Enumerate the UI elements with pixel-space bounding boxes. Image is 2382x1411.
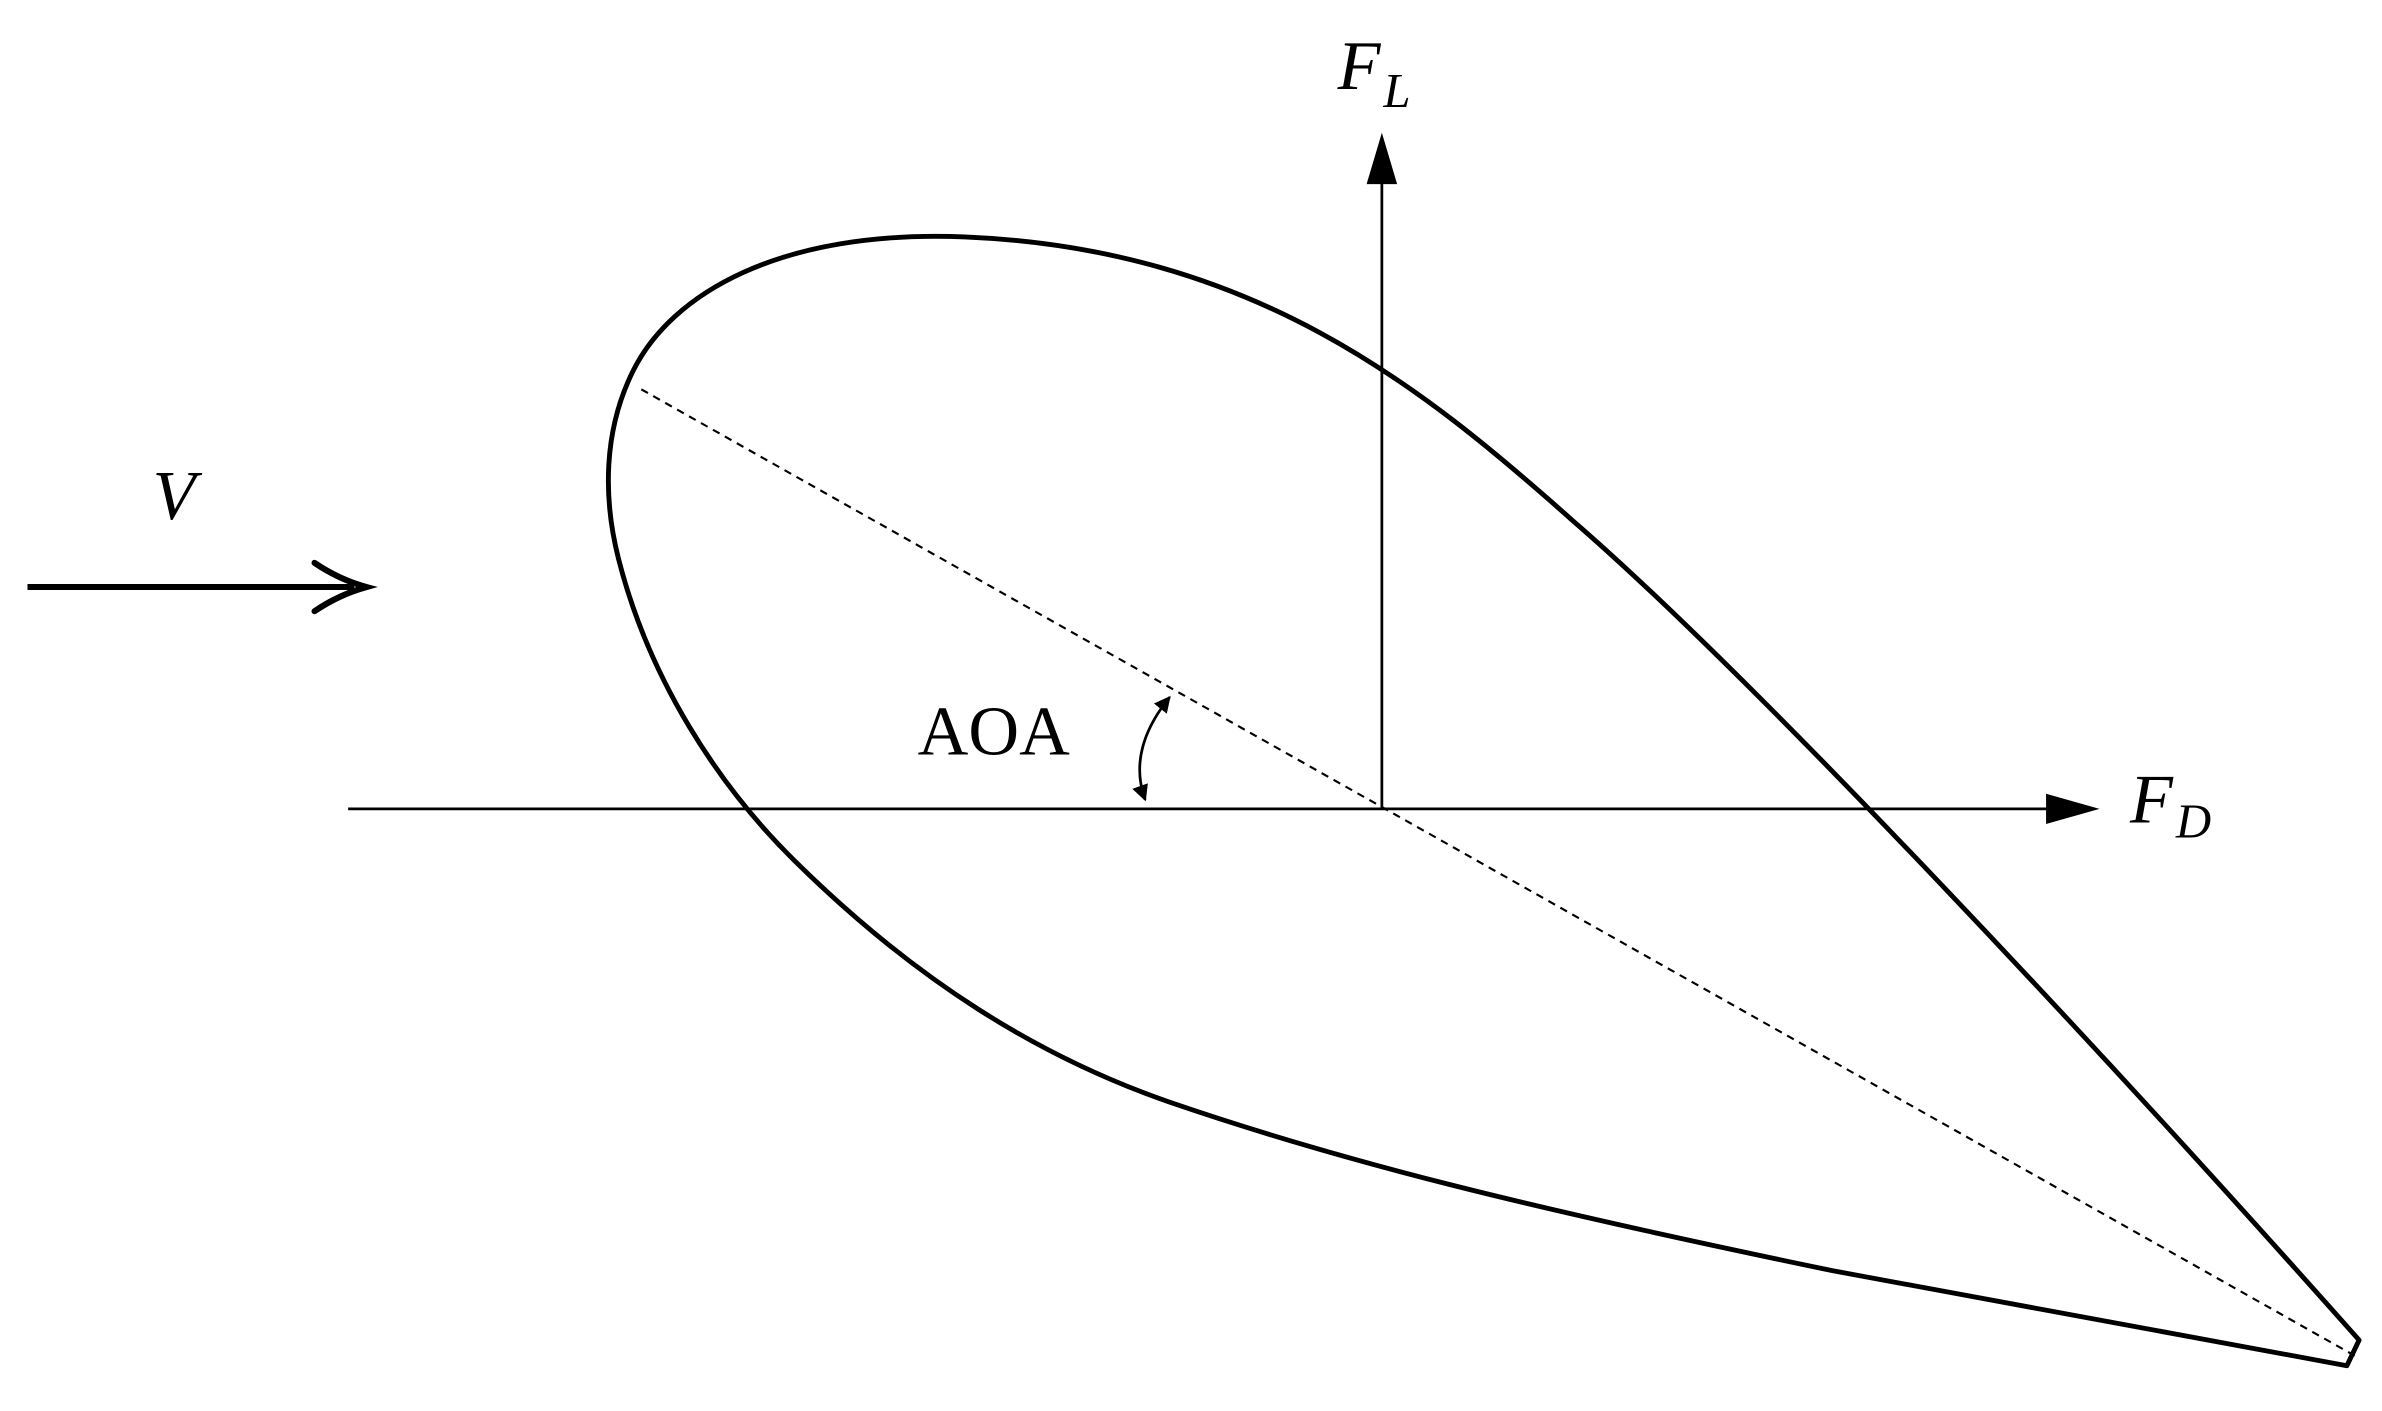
velocity-arrowhead [311, 559, 378, 615]
lift-force-label: F [1337, 28, 1382, 105]
angle-of-attack-label: AOA [918, 694, 1070, 771]
drag-arrowhead [2046, 793, 2100, 824]
airfoil-outline [605, 233, 2362, 1369]
chord-line [640, 388, 2360, 1360]
aoa-arc [1132, 695, 1171, 802]
lift-arrowhead [1366, 132, 1398, 185]
velocity-label: V [153, 458, 203, 535]
drag-force-label: F [2129, 762, 2174, 839]
lift-force-subscript: L [1382, 64, 1410, 118]
drag-force-subscript: D [2175, 795, 2211, 849]
